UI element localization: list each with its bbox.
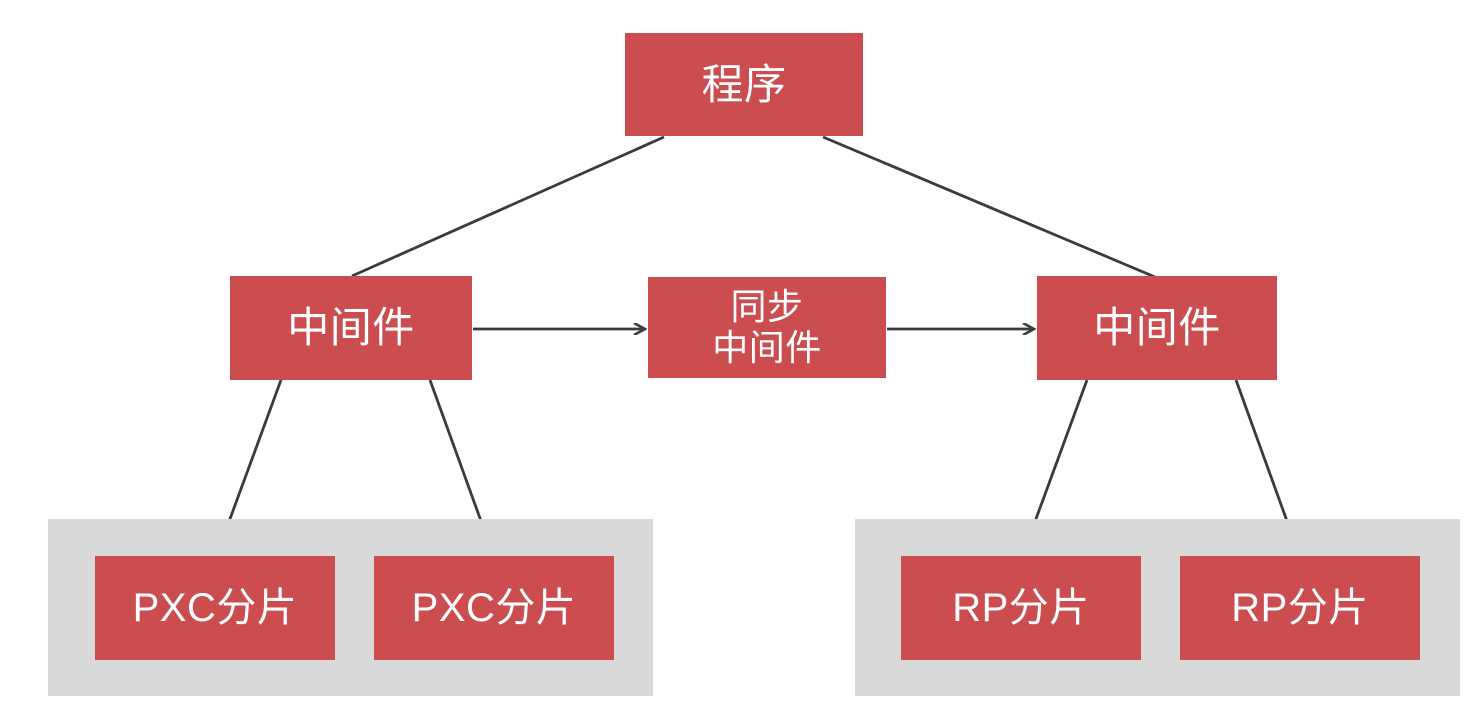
- node-middleware-left[interactable]: 中间件: [230, 276, 472, 380]
- node-pxc-shard-1-label: PXC分片: [132, 585, 298, 630]
- node-rp-shard-2[interactable]: RP分片: [1180, 556, 1420, 660]
- node-program[interactable]: 程序: [625, 33, 863, 136]
- node-pxc-shard-1[interactable]: PXC分片: [95, 556, 335, 660]
- node-sync-middleware[interactable]: 同步 中间件: [648, 277, 886, 378]
- node-middleware-right[interactable]: 中间件: [1037, 276, 1277, 380]
- node-sync-middleware-label: 同步 中间件: [712, 286, 822, 368]
- node-pxc-shard-2-label: PXC分片: [411, 585, 577, 630]
- node-middleware-left-label: 中间件: [287, 304, 415, 352]
- node-rp-shard-2-label: RP分片: [1231, 585, 1369, 630]
- node-program-label: 程序: [701, 60, 787, 108]
- node-rp-shard-1-label: RP分片: [952, 585, 1090, 630]
- node-middleware-right-label: 中间件: [1093, 304, 1221, 352]
- edge-mwleft-program: [351, 135, 665, 278]
- edge-program-mwright: [822, 135, 1156, 279]
- node-rp-shard-1[interactable]: RP分片: [901, 556, 1141, 660]
- node-pxc-shard-2[interactable]: PXC分片: [374, 556, 614, 660]
